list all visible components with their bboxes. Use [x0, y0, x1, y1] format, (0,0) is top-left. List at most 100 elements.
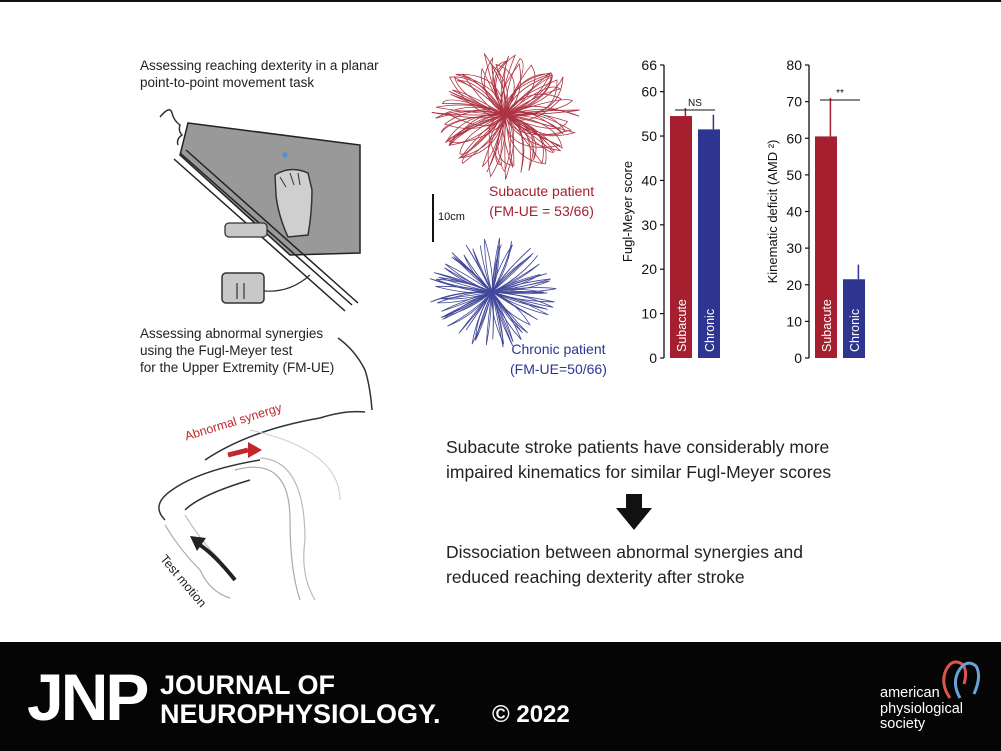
trajectory-path — [491, 237, 500, 293]
y-tick-label: 80 — [786, 57, 802, 73]
trajectory-path — [491, 291, 548, 310]
trajectory-path — [504, 114, 547, 165]
trajectory-path — [486, 114, 506, 173]
trajectory-path — [504, 112, 572, 136]
aps-logo-icon — [942, 660, 981, 699]
chronic-patient-title: Chronic patient — [511, 341, 606, 357]
trajectory-path — [491, 291, 514, 347]
chronic-trajectory-plot — [429, 237, 557, 348]
society-line-3: society — [880, 716, 926, 732]
trajectory-path — [491, 273, 547, 293]
trajectory-path — [504, 111, 568, 129]
reaching-label-line-2: point-to-point movement task — [140, 75, 315, 90]
significance-label: ** — [836, 88, 844, 99]
y-tick-label: 70 — [786, 94, 802, 110]
trajectory-path — [491, 273, 541, 293]
trajectory-path — [454, 76, 506, 116]
trajectory-path — [431, 112, 506, 119]
chronic-patient-label: Chronic patient (FM-UE=50/66) — [510, 339, 607, 379]
journal-title-line-1: JOURNAL OF — [160, 670, 336, 700]
trajectory-path — [463, 254, 493, 293]
trajectory-path — [441, 291, 493, 312]
subacute-trajectory-plot — [431, 53, 580, 180]
y-tick-label: 66 — [641, 57, 657, 73]
trajectory-path — [491, 255, 539, 293]
trajectory-path — [491, 240, 513, 293]
trajectory-path — [500, 114, 512, 172]
bar — [815, 136, 837, 358]
bar-label: Subacute — [675, 299, 689, 352]
chronic-fm-score: (FM-UE=50/66) — [510, 361, 607, 377]
trajectory-path — [453, 256, 493, 293]
subacute-fm-score: (FM-UE = 53/66) — [489, 203, 594, 219]
reaching-task-illustration — [159, 109, 361, 312]
trajectory-path — [447, 291, 493, 327]
trajectory-path — [435, 104, 506, 116]
synergy-illustration — [158, 337, 373, 600]
reaching-label-line-1: Assessing reaching dexterity in a planar — [140, 58, 379, 73]
y-tick-label: 60 — [641, 84, 657, 100]
trajectory-path — [479, 245, 493, 293]
trajectory-path — [440, 291, 493, 300]
bar-label: Chronic — [848, 309, 862, 352]
trajectory-path — [504, 72, 552, 116]
trajectory-path — [487, 114, 506, 178]
scale-bar-label: 10cm — [438, 211, 465, 223]
trajectory-path — [472, 248, 493, 293]
trajectory-path — [504, 114, 525, 173]
society-line-2: physiological — [880, 700, 964, 717]
y-tick-label: 0 — [649, 350, 657, 366]
trajectory-path — [491, 278, 551, 293]
aps-society-name: american physiological society — [880, 685, 964, 733]
trajectory-path — [492, 64, 509, 116]
journal-title-line-2: NEUROPHYSIOLOGY. — [160, 699, 441, 729]
copyright: © 2022 — [492, 701, 570, 728]
synergy-label-line-3: for the Upper Extremity (FM-UE) — [140, 360, 335, 375]
synergy-label-line-2: using the Fugl-Meyer test — [140, 343, 293, 358]
journal-footer: JNP JOURNAL OF NEUROPHYSIOLOGY. © 2022 a… — [0, 642, 1001, 751]
journal-title: JOURNAL OF NEUROPHYSIOLOGY. — [160, 671, 441, 729]
subacute-patient-label: Subacute patient (FM-UE = 53/66) — [489, 181, 594, 221]
y-tick-label: 50 — [641, 128, 657, 144]
y-tick-label: 20 — [641, 261, 657, 277]
trajectory-path — [460, 114, 506, 158]
trajectory-path — [491, 255, 532, 293]
trajectory-path — [457, 114, 506, 159]
trajectory-path — [429, 278, 493, 293]
trajectory-path — [504, 114, 534, 172]
finding-line-2: impaired kinematics for similar Fugl-Mey… — [446, 462, 832, 482]
bar-label: Subacute — [820, 299, 834, 352]
trajectory-path — [445, 106, 506, 127]
trajectory-path — [491, 252, 534, 293]
y-tick-label: 50 — [786, 167, 802, 183]
jnp-logo: JNP — [27, 660, 149, 734]
trajectory-path — [491, 247, 532, 293]
trajectory-path — [495, 54, 516, 116]
trajectory-path — [485, 291, 493, 346]
y-tick-label: 40 — [786, 204, 802, 220]
scale-bar — [432, 194, 434, 242]
trajectory-path — [491, 291, 505, 344]
synergy-test-label: Assessing abnormal synergies using the F… — [140, 325, 334, 376]
conclusion-line-2: reduced reaching dexterity after stroke — [446, 567, 745, 587]
y-tick-label: 0 — [794, 350, 802, 366]
trajectory-path — [447, 114, 506, 144]
trajectory-path — [504, 86, 561, 116]
trajectory-path — [491, 291, 494, 340]
trajectory-path — [441, 99, 506, 116]
bar — [843, 279, 865, 358]
finding-text: Subacute stroke patients have considerab… — [446, 435, 831, 485]
trajectory-path — [484, 238, 493, 293]
bar-label: Chronic — [703, 309, 717, 352]
y-axis-label: Fugl-Meyer score — [620, 161, 635, 262]
bar — [670, 116, 692, 358]
trajectory-path — [504, 73, 551, 116]
y-tick-label: 20 — [786, 277, 802, 293]
trajectory-path — [504, 93, 562, 121]
y-tick-label: 10 — [786, 313, 802, 329]
down-arrow-icon — [616, 494, 652, 530]
significance-label: NS — [688, 98, 702, 109]
conclusion-line-1: Dissociation between abnormal synergies … — [446, 542, 804, 562]
